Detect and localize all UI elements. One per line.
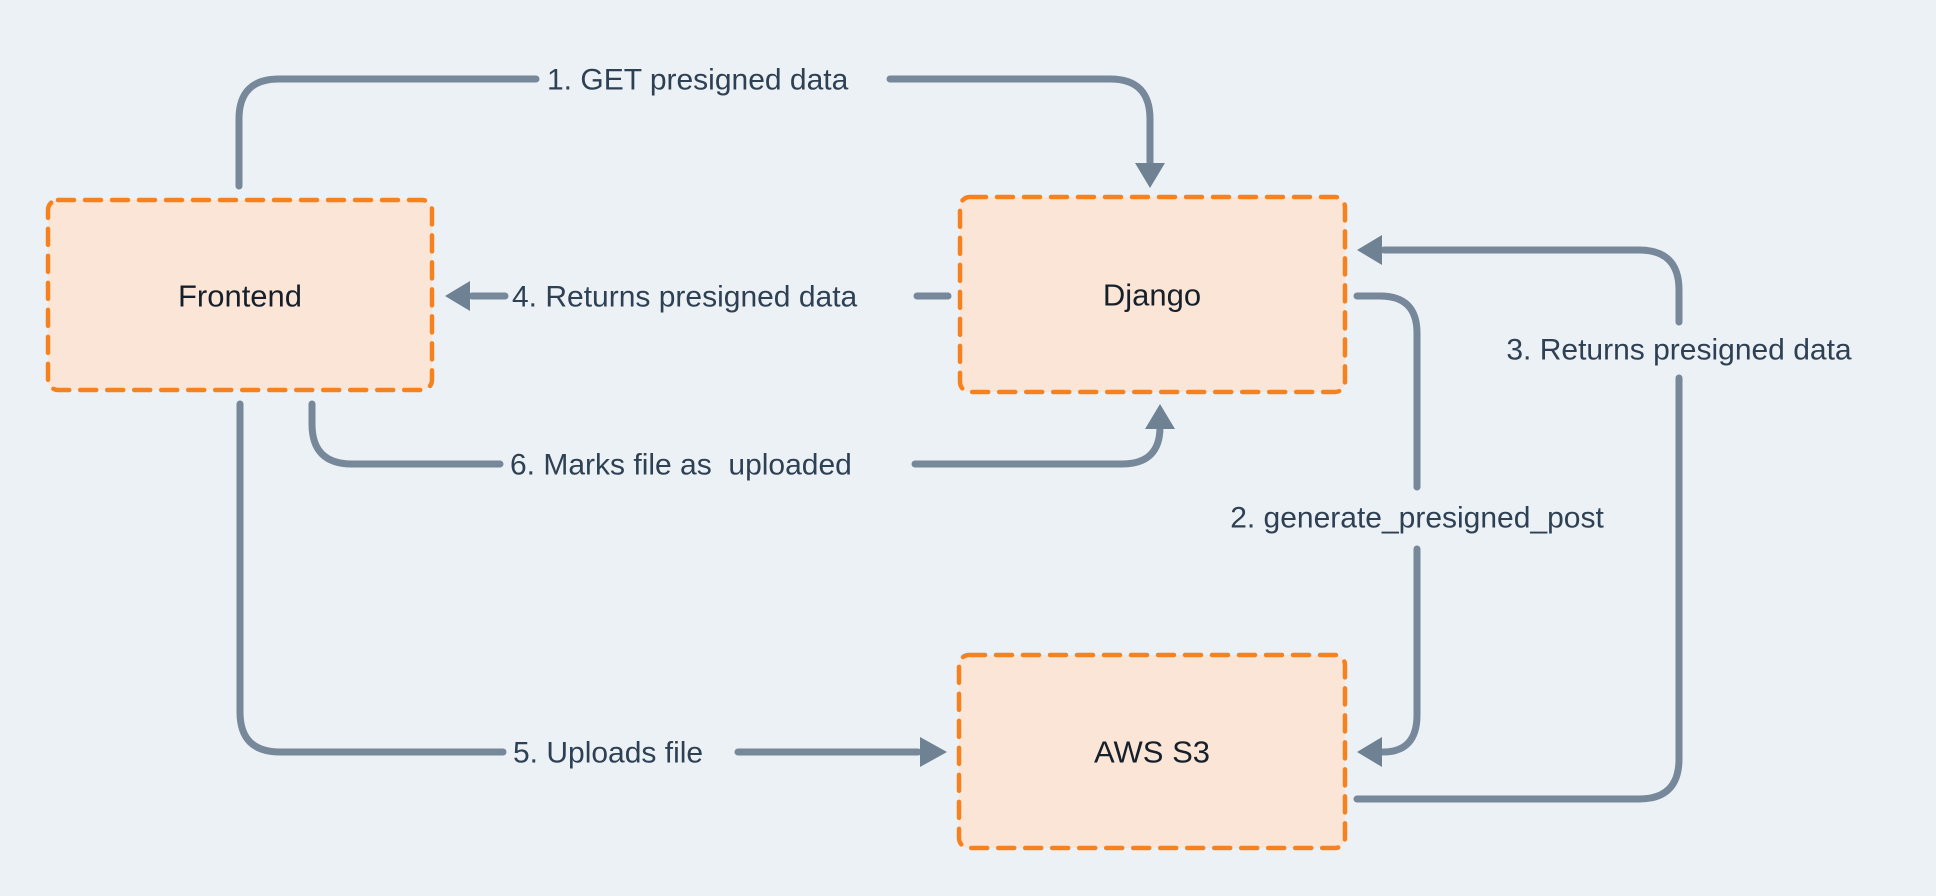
edge3-arrowhead-left: [1357, 235, 1382, 265]
edge2-label: 2. generate_presigned_post: [1230, 502, 1604, 535]
edge-marks-file-uploaded: 6. Marks file as uploaded: [308, 400, 1175, 482]
django-box: [957, 194, 1348, 395]
edge5-label: 5. Uploads file: [513, 737, 703, 770]
node-django: Django: [957, 194, 1348, 395]
frontend-label: Frontend: [178, 279, 302, 314]
node-aws-s3: AWS S3: [956, 652, 1348, 851]
edge6-segment-right: [911, 423, 1164, 468]
edge6-segment-left: [308, 400, 504, 468]
edge1-arrowhead-down: [1135, 163, 1165, 188]
edge-uploads-file: 5. Uploads file: [236, 400, 947, 770]
edge3-label: 3. Returns presigned data: [1506, 334, 1852, 367]
edge2-arrowhead-left: [1357, 737, 1382, 767]
edge5-arrowhead-right: [920, 737, 947, 767]
edge4-arrowhead-left: [445, 281, 470, 311]
edge3-segment-bottom: [1353, 374, 1683, 803]
edge1-segment-left: [235, 75, 540, 190]
edge-returns-presigned-data-to-frontend: 4. Returns presigned data: [445, 281, 952, 314]
edge2-segment-bottom: [1379, 545, 1421, 756]
edge1-segment-right: [886, 75, 1154, 168]
edge-generate-presigned-post: 2. generate_presigned_post: [1230, 292, 1604, 767]
edge1-label: 1. GET presigned data: [547, 64, 849, 97]
edge6-label: 6. Marks file as uploaded: [510, 449, 852, 482]
edge6-arrowhead-up: [1145, 404, 1175, 429]
edge2-segment-top: [1353, 292, 1421, 491]
node-frontend: Frontend: [45, 197, 435, 393]
edge5-segment-left: [236, 400, 507, 756]
edge4-label: 4. Returns presigned data: [512, 281, 858, 314]
aws-s3-box: [956, 652, 1348, 851]
edge-returns-presigned-data-to-django: 3. Returns presigned data: [1353, 235, 1852, 803]
django-label: Django: [1103, 278, 1201, 313]
edge-get-presigned-data: 1. GET presigned data: [235, 64, 1165, 190]
frontend-box: [45, 197, 435, 393]
edge3-segment-top: [1380, 246, 1683, 326]
aws-s3-label: AWS S3: [1094, 735, 1210, 770]
